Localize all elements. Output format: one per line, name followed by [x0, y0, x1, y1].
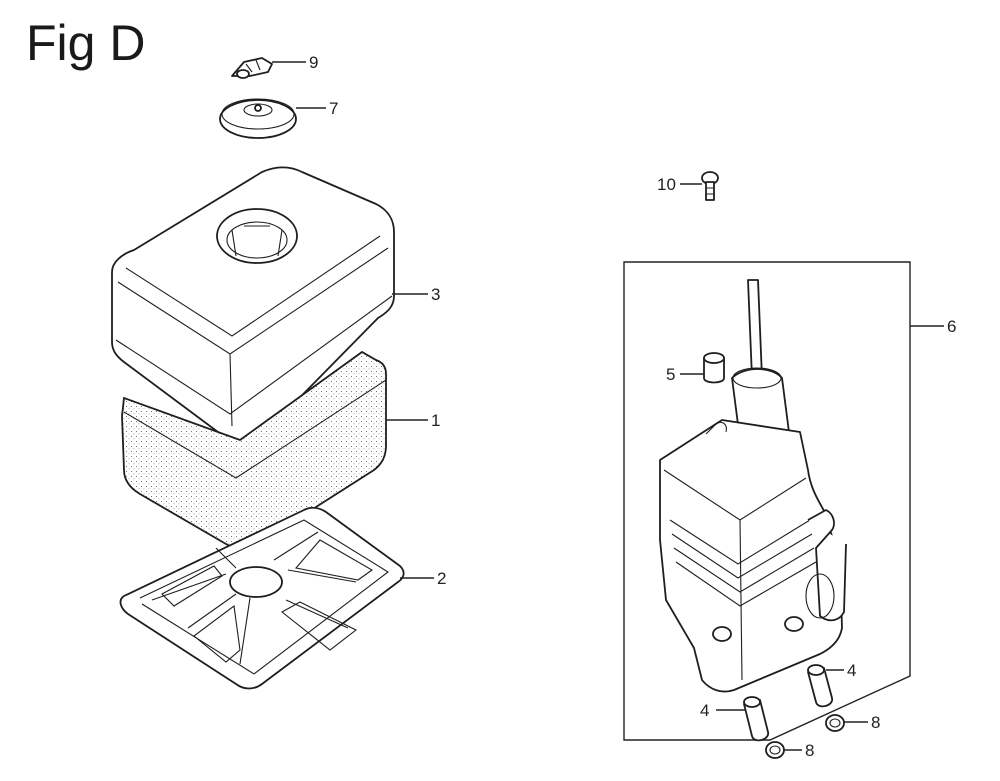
callout-4-left: 4 — [700, 701, 709, 720]
leader-lines — [272, 61, 944, 751]
callout-4-right: 4 — [847, 661, 856, 680]
part-4-dowel-pin-left[interactable] — [743, 696, 769, 742]
part-9-wing-nut[interactable] — [231, 57, 273, 79]
callout-10: 10 — [657, 175, 676, 194]
callout-3: 3 — [431, 285, 440, 304]
callout-9: 9 — [309, 53, 318, 72]
part-1-foam-element[interactable] — [121, 350, 387, 550]
callout-5: 5 — [666, 365, 675, 384]
callout-8-left: 8 — [805, 741, 814, 760]
figure-title: Fig D — [26, 15, 146, 71]
part-8-o-ring-left[interactable] — [765, 741, 785, 759]
callout-6: 6 — [947, 317, 956, 336]
callout-2: 2 — [437, 569, 446, 588]
part-7-cover-plate[interactable] — [219, 98, 297, 139]
part-8-o-ring-right[interactable] — [825, 714, 845, 732]
part-3-air-cleaner-cover[interactable] — [111, 166, 395, 445]
part-10-bolt[interactable] — [701, 171, 719, 201]
part-2-base-grid[interactable] — [119, 506, 405, 690]
part-6-elbow-assembly[interactable] — [659, 279, 847, 693]
callout-8-right: 8 — [871, 713, 880, 732]
part-5-dowel[interactable] — [703, 352, 725, 384]
part-4-dowel-pin-right[interactable] — [807, 664, 833, 708]
callout-1: 1 — [431, 411, 440, 430]
callout-7: 7 — [329, 99, 338, 118]
assembly-bracket — [623, 261, 911, 741]
